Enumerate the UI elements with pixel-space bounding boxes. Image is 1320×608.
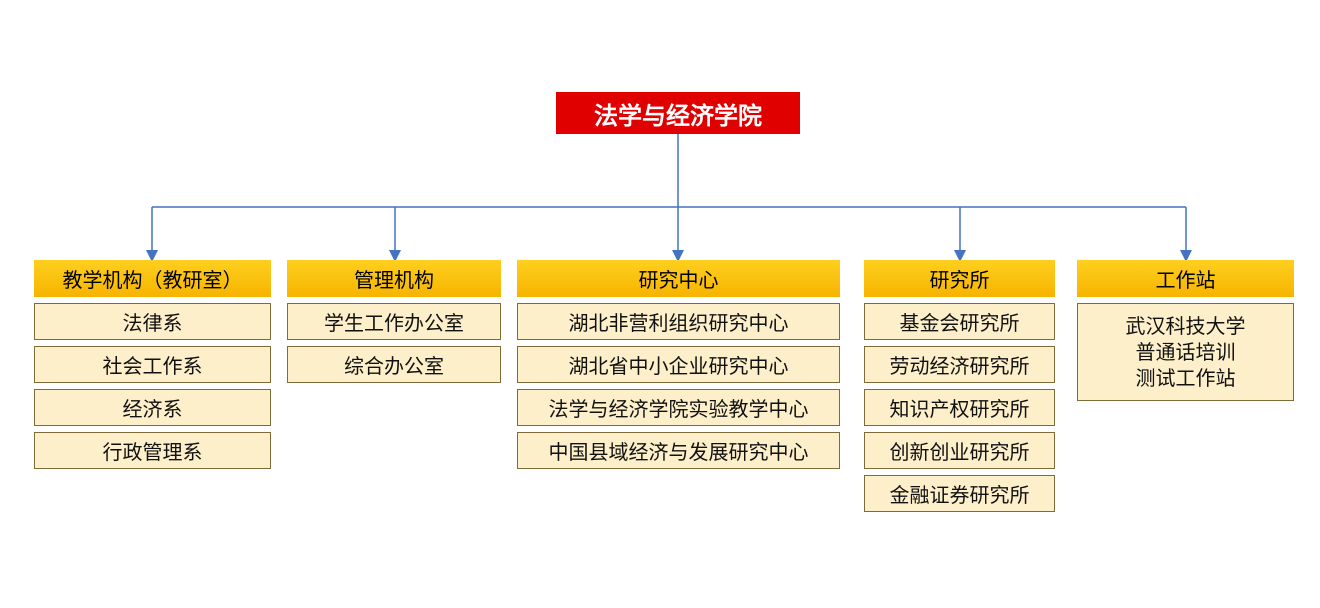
org-item: 创新创业研究所 bbox=[864, 432, 1055, 469]
org-item: 社会工作系 bbox=[34, 346, 271, 383]
column-header-research-center: 研究中心 bbox=[517, 260, 840, 297]
column-institute: 研究所 基金会研究所 劳动经济研究所 知识产权研究所 创新创业研究所 金融证券研… bbox=[864, 260, 1055, 518]
column-teaching: 教学机构（教研室） 法律系 社会工作系 经济系 行政管理系 bbox=[34, 260, 271, 475]
column-header-management: 管理机构 bbox=[287, 260, 501, 297]
org-item: 法律系 bbox=[34, 303, 271, 340]
org-item: 知识产权研究所 bbox=[864, 389, 1055, 426]
org-item: 劳动经济研究所 bbox=[864, 346, 1055, 383]
org-item: 武汉科技大学 普通话培训 测试工作站 bbox=[1077, 303, 1294, 401]
org-item: 湖北非营利组织研究中心 bbox=[517, 303, 840, 340]
org-item: 中国县域经济与发展研究中心 bbox=[517, 432, 840, 469]
org-item: 行政管理系 bbox=[34, 432, 271, 469]
column-header-teaching: 教学机构（教研室） bbox=[34, 260, 271, 297]
column-workstation: 工作站 武汉科技大学 普通话培训 测试工作站 bbox=[1077, 260, 1294, 407]
org-item: 学生工作办公室 bbox=[287, 303, 501, 340]
org-item: 金融证券研究所 bbox=[864, 475, 1055, 512]
org-item: 综合办公室 bbox=[287, 346, 501, 383]
org-item: 基金会研究所 bbox=[864, 303, 1055, 340]
root-node: 法学与经济学院 bbox=[556, 92, 800, 134]
org-item: 经济系 bbox=[34, 389, 271, 426]
column-header-workstation: 工作站 bbox=[1077, 260, 1294, 297]
column-research-center: 研究中心 湖北非营利组织研究中心 湖北省中小企业研究中心 法学与经济学院实验教学… bbox=[517, 260, 840, 475]
column-management: 管理机构 学生工作办公室 综合办公室 bbox=[287, 260, 501, 389]
column-header-institute: 研究所 bbox=[864, 260, 1055, 297]
org-item: 法学与经济学院实验教学中心 bbox=[517, 389, 840, 426]
org-item: 湖北省中小企业研究中心 bbox=[517, 346, 840, 383]
root-node-label: 法学与经济学院 bbox=[594, 100, 762, 130]
